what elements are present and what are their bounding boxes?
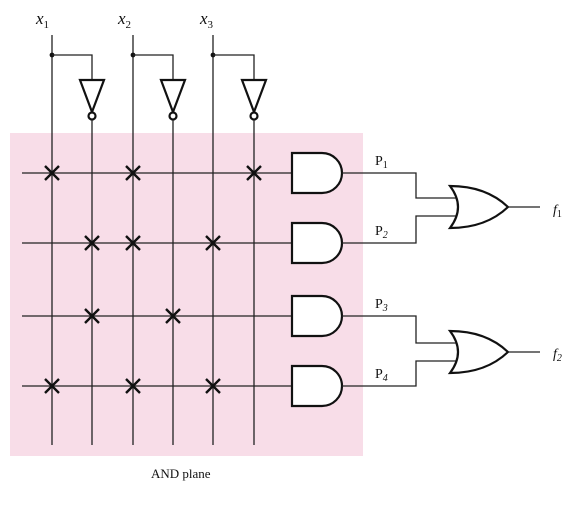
product-p1-label: P1 <box>375 154 388 171</box>
and-gate-p1 <box>290 151 344 195</box>
connection-p1-x3-complement <box>246 165 262 181</box>
input-x3-label: x3 <box>199 9 214 31</box>
inverter-x3-gate <box>240 78 268 121</box>
output-f1-label: f1 <box>553 203 562 220</box>
product-p4-label: P4 <box>375 367 388 384</box>
connection-p4-x1 <box>44 378 60 394</box>
input-x2-label: x2 <box>117 9 131 31</box>
and-plane-label: AND plane <box>151 466 211 481</box>
and-gate-p3 <box>290 294 344 338</box>
connection-p3-x1-complement <box>84 308 100 324</box>
connection-p3-x2-complement <box>165 308 181 324</box>
product-p3-label: P3 <box>375 297 388 314</box>
connection-p2-x1-complement <box>84 235 100 251</box>
connection-p1-x1 <box>44 165 60 181</box>
wire-p3-to-or2 <box>342 315 458 344</box>
connection-p2-x2 <box>125 235 141 251</box>
connection-p2-x3 <box>205 235 221 251</box>
wire-p4-to-or2 <box>342 360 458 387</box>
inverter-x2-gate <box>159 78 187 121</box>
wire-p2-to-or1 <box>342 215 458 244</box>
connection-p4-x2 <box>125 378 141 394</box>
wire-p1-to-or1 <box>342 172 458 199</box>
and-gate-p4 <box>290 364 344 408</box>
or-gate-f2 <box>447 329 510 375</box>
output-f2-label: f2 <box>553 347 562 364</box>
connection-p1-x2 <box>125 165 141 181</box>
input-x3-wire <box>210 35 255 445</box>
connection-p4-x3 <box>205 378 221 394</box>
input-x2-wire <box>130 35 174 445</box>
and-gate-p2 <box>290 221 344 265</box>
input-x1-wire <box>49 35 93 445</box>
or-gate-f1 <box>447 184 510 230</box>
input-x1-label: x1 <box>35 9 49 31</box>
inverter-x1-gate <box>78 78 106 121</box>
product-p2-label: P2 <box>375 224 388 241</box>
